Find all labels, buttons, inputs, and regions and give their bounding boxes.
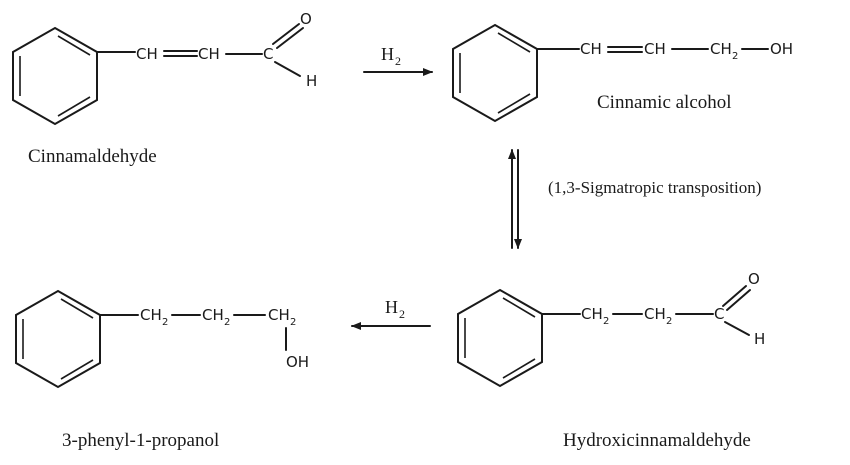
benzene-ring [15, 289, 101, 389]
hydrogenation-arrow-2: H 2 [351, 297, 431, 330]
ch2-subscript: 2 [162, 317, 168, 328]
hydroxyl-group: OH [286, 353, 309, 371]
hydroxyl-group: OH [770, 40, 793, 58]
reagent-h: H [385, 297, 398, 317]
ch2-subscript: 2 [290, 317, 296, 328]
benzene-ring [457, 288, 543, 388]
carbonyl-carbon: C [714, 305, 724, 323]
chain-ch2-1: CH [140, 306, 162, 324]
chain-ch2-2: CH [644, 305, 666, 323]
aldehyde-hydrogen: H [754, 330, 765, 348]
chain-ch2-3: CH [268, 306, 290, 324]
cinnamic-alcohol-structure: CH CH CH 2 OH Cinnamic alcohol [452, 23, 793, 123]
aldehyde-hydrogen: H [306, 72, 317, 90]
carbonyl-carbon: C [263, 45, 273, 63]
cinnamaldehyde-label: Cinnamaldehyde [28, 146, 157, 167]
equilibrium-arrows: (1,3-Sigmatropic transposition) [508, 149, 761, 249]
chain-ch2-2: CH [202, 306, 224, 324]
reagent-subscript: 2 [395, 54, 401, 68]
chain-ch2: CH [710, 40, 732, 58]
ch2-subscript: 2 [732, 51, 738, 62]
hydroxicinnamaldehyde-label: Hydroxicinnamaldehyde [563, 430, 751, 451]
ch2-subscript: 2 [224, 317, 230, 328]
phenylpropanol-label: 3-phenyl-1-propanol [62, 430, 219, 451]
oxygen-atom: O [748, 270, 760, 288]
chain-ch-1: CH [136, 45, 158, 63]
hydroxicinnamaldehyde-structure: CH 2 CH 2 C O H Hydroxicinnamaldehyde [457, 270, 765, 451]
benzene-ring [452, 23, 538, 123]
cinnamic-alcohol-label: Cinnamic alcohol [597, 92, 732, 113]
reagent-subscript: 2 [399, 307, 405, 321]
reagent-h: H [381, 44, 394, 64]
transposition-label: (1,3-Sigmatropic transposition) [548, 178, 761, 197]
ch2-subscript: 2 [603, 316, 609, 327]
chain-ch-1: CH [580, 40, 602, 58]
phenylpropanol-structure: CH 2 CH 2 CH 2 OH 3-phenyl-1-propanol [15, 289, 309, 451]
chain-ch2-1: CH [581, 305, 603, 323]
chain-ch-2: CH [198, 45, 220, 63]
ch2-subscript: 2 [666, 316, 672, 327]
hydrogenation-arrow-1: H 2 [363, 44, 433, 76]
benzene-ring [12, 26, 98, 126]
oxygen-atom: O [300, 10, 312, 28]
chain-ch-2: CH [644, 40, 666, 58]
cinnamaldehyde-structure: CH CH C O H Cinnamaldehyde [12, 10, 317, 167]
